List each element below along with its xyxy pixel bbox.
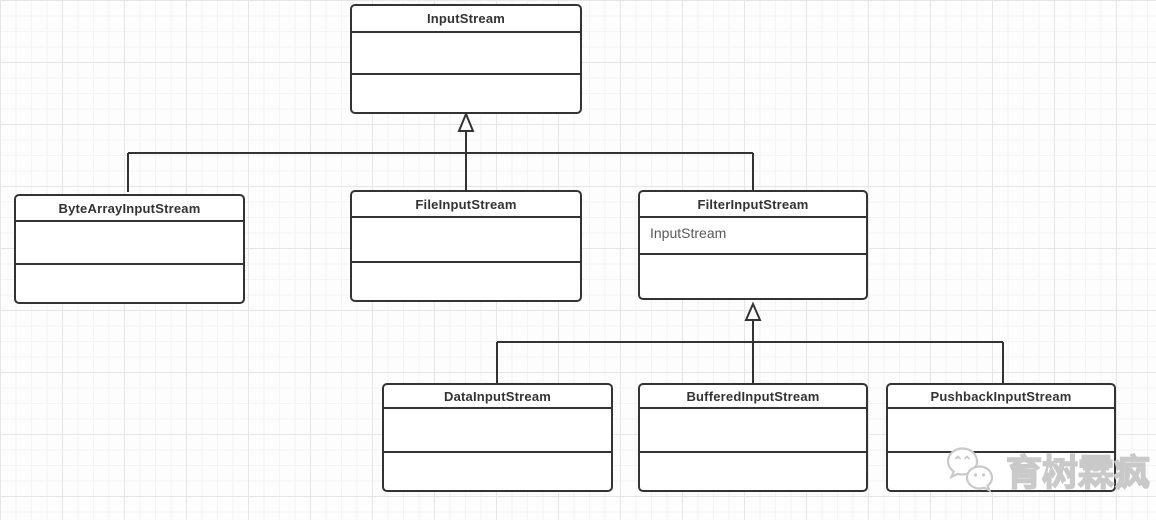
class-title: InputStream: [352, 6, 580, 33]
methods-compartment: [352, 263, 580, 300]
class-box-fileinputstream: FileInputStream: [350, 190, 582, 302]
class-box-bufferedinputstream: BufferedInputStream: [638, 383, 868, 492]
generalization-arrowhead-icon: [457, 111, 475, 132]
class-title: PushbackInputStream: [888, 385, 1114, 409]
fields-compartment: [384, 409, 611, 453]
generalization-connector-to-inputstream: [127, 131, 754, 192]
methods-compartment: [384, 453, 611, 490]
class-box-datainputstream: DataInputStream: [382, 383, 613, 492]
class-title: FilterInputStream: [640, 192, 866, 218]
fields-compartment: [352, 218, 580, 263]
fields-compartment: [352, 33, 580, 75]
class-box-pushbackinputstream: PushbackInputStream: [886, 383, 1116, 492]
generalization-connector-to-filterinputstream: [496, 320, 1004, 383]
methods-compartment: [16, 265, 243, 302]
class-box-filterinputstream: FilterInputStream InputStream: [638, 190, 868, 300]
fields-compartment: [888, 409, 1114, 453]
methods-compartment: [640, 453, 866, 490]
methods-compartment: [888, 453, 1114, 490]
generalization-arrowhead-icon: [744, 301, 762, 321]
field-label: InputStream: [650, 225, 727, 241]
methods-compartment: [640, 255, 866, 298]
class-box-inputstream: InputStream: [350, 4, 582, 114]
class-title: DataInputStream: [384, 385, 611, 409]
fields-compartment: [640, 409, 866, 453]
fields-compartment: [16, 222, 243, 265]
class-title: BufferedInputStream: [640, 385, 866, 409]
class-box-bytearrayinputstream: ByteArrayInputStream: [14, 194, 245, 304]
fields-compartment: InputStream: [640, 218, 866, 255]
class-title: FileInputStream: [352, 192, 580, 218]
methods-compartment: [352, 75, 580, 112]
class-title: ByteArrayInputStream: [16, 196, 243, 222]
